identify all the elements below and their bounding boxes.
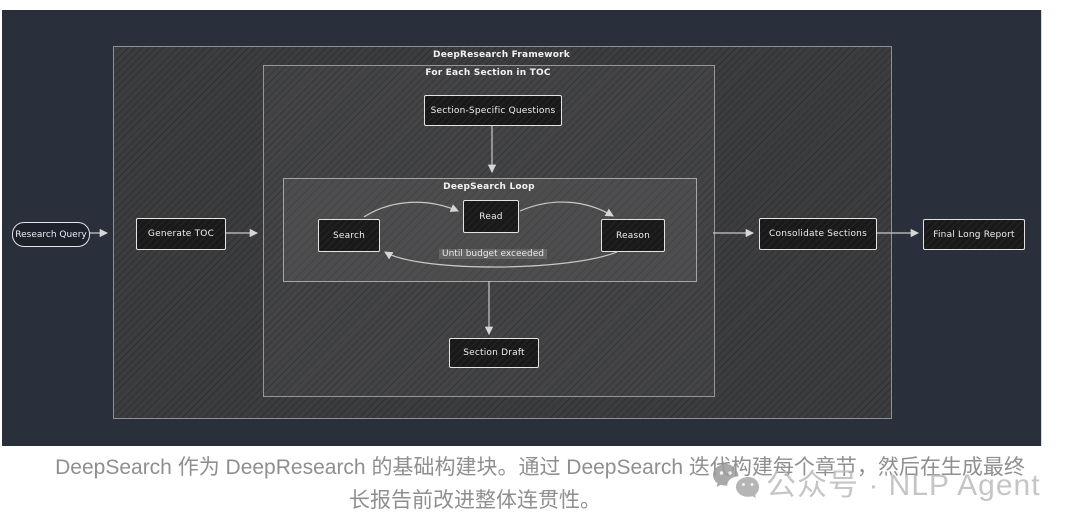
- node-read: Read: [463, 200, 519, 233]
- node-section-draft: Section Draft: [449, 338, 539, 368]
- node-consolidate-sections: Consolidate Sections: [759, 218, 877, 250]
- for-each-section-title: For Each Section in TOC: [425, 68, 551, 78]
- deepsearch-loop-title: DeepSearch Loop: [443, 182, 535, 192]
- node-search: Search: [318, 219, 380, 252]
- framework-title: DeepResearch Framework: [433, 50, 570, 60]
- caption-line2: 长报告前改进整体连贯性。: [349, 489, 601, 512]
- until-budget-exceeded-label: Until budget exceeded: [439, 249, 547, 259]
- node-final-long-report: Final Long Report: [923, 219, 1025, 250]
- node-reason: Reason: [601, 219, 665, 252]
- node-generate-toc: Generate TOC: [136, 218, 226, 250]
- node-section-specific-questions: Section-Specific Questions: [424, 95, 562, 126]
- caption-line1: DeepSearch 作为 DeepResearch 的基础构建块。通过 Dee…: [55, 456, 1025, 479]
- node-research-query: Research Query: [12, 222, 90, 247]
